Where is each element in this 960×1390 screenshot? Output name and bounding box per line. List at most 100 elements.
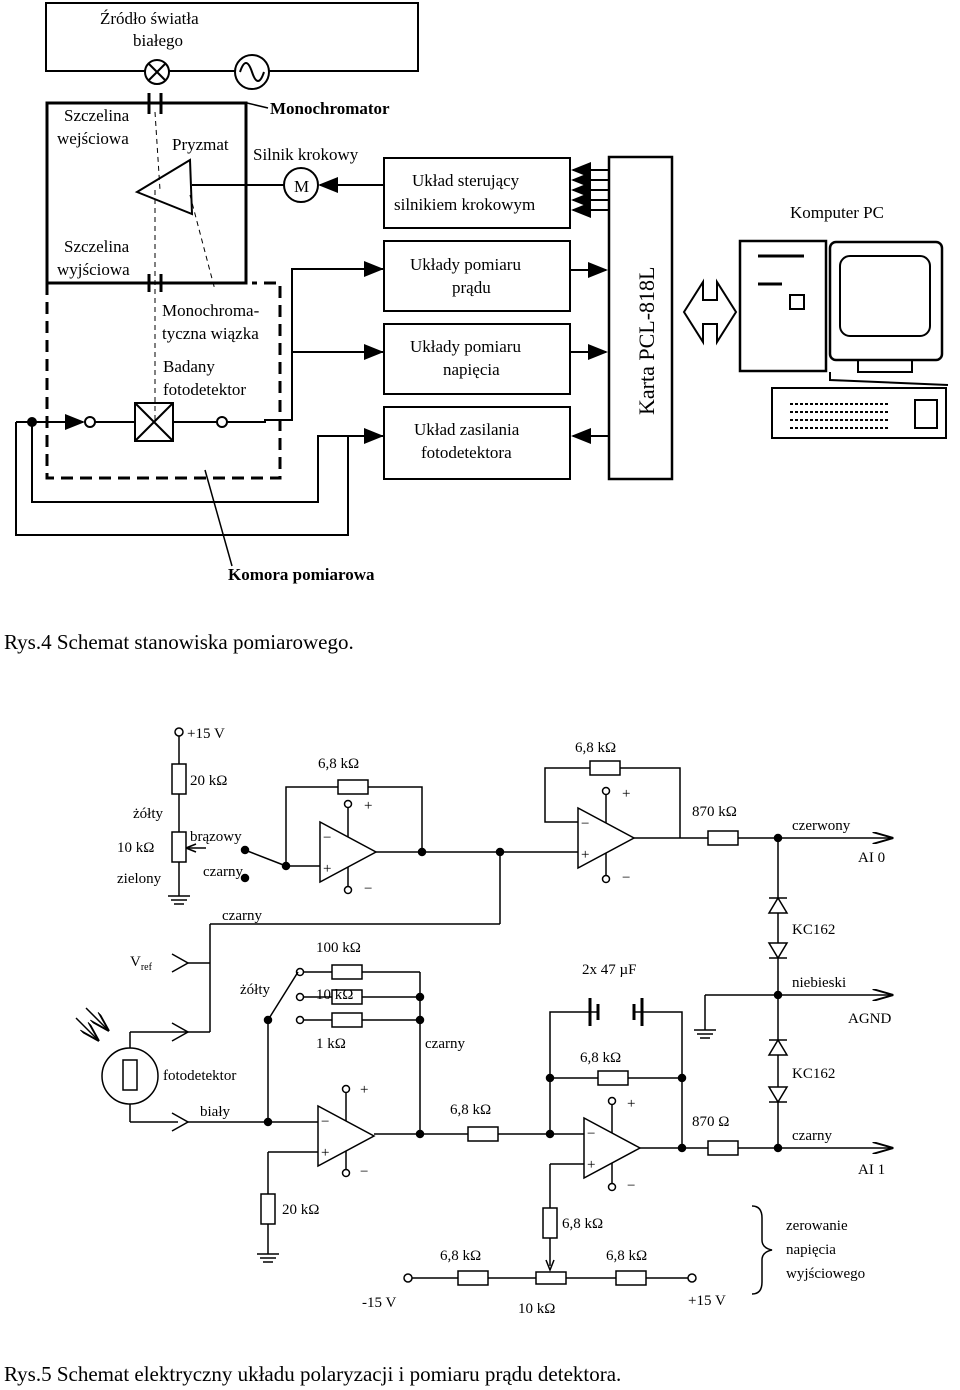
resistor-68k-fb2	[589, 760, 621, 776]
zolty-label-1: żółty	[133, 806, 163, 822]
resistor-870	[707, 1140, 739, 1156]
tested-detector-label-2: fotodetektor	[163, 380, 246, 399]
czarny-label-3: czarny	[425, 1036, 465, 1052]
mono-beam-label-2: tyczna wiązka	[162, 324, 259, 343]
circuit-diagram: +15 V 20 kΩ żółty 10 kΩ brązowy zielony …	[75, 726, 960, 1317]
r68k-pos-label: 6,8 kΩ	[606, 1248, 647, 1264]
box-3-line-2: napięcia	[443, 360, 500, 379]
r68k-fb1-label: 6,8 kΩ	[318, 756, 359, 772]
resistor-68k-neg	[457, 1270, 489, 1286]
oa1-minus: −	[323, 830, 331, 846]
potentiometer-10k	[171, 831, 187, 863]
oa4-vplus: +	[627, 1096, 635, 1112]
prism-icon	[134, 158, 194, 216]
current-measure-box	[383, 240, 571, 312]
zero-label-3: wyjściowego	[786, 1266, 865, 1282]
box-4-line-2: fotodetektora	[421, 443, 512, 462]
cap-label: 2x 47 µF	[582, 962, 637, 978]
zero-label-1: zerowanie	[786, 1218, 848, 1234]
oa4-vminus: −	[627, 1178, 635, 1194]
resistor-100k	[331, 964, 363, 980]
trimpot-10k	[535, 1271, 567, 1285]
oa1-vminus: −	[364, 881, 372, 897]
oa4-plus: +	[587, 1157, 595, 1173]
exit-slit-label: Szczelina	[64, 237, 130, 256]
monochromator-label: Monochromator	[270, 99, 390, 118]
ai1-label: AI 1	[858, 1162, 885, 1178]
ai0-label: AI 0	[858, 850, 885, 866]
resistor-68k-pos	[615, 1270, 647, 1286]
bialy-label: biały	[200, 1104, 230, 1120]
trimpot-label: 10 kΩ	[518, 1301, 555, 1317]
czarny-label-4: czarny	[792, 1128, 832, 1144]
oa3-vplus: +	[360, 1082, 368, 1098]
card-label: Karta PCL-818L	[634, 267, 659, 415]
r10k-range-label: 10 kΩ	[316, 987, 353, 1003]
caption-fig5: Rys.5 Schemat elektryczny układu polaryz…	[4, 1362, 622, 1386]
kc162-label-2: KC162	[792, 1066, 835, 1082]
niebieski-label: niebieski	[792, 975, 846, 991]
light-source-label-2: białego	[133, 31, 183, 50]
voltage-measure-box	[383, 323, 571, 395]
resistor-20k-top	[171, 763, 187, 795]
resistor-68k-in	[467, 1126, 499, 1142]
computer-icon	[738, 239, 949, 439]
oa3-vminus: −	[360, 1164, 368, 1180]
entrance-slit-label: Szczelina	[64, 106, 130, 125]
exit-slit-label-2: wyjściowa	[57, 260, 130, 279]
kc162-label-1: KC162	[792, 922, 835, 938]
box-1-line-1: Układ sterujący	[412, 171, 520, 190]
zolty-label-2: żółty	[240, 982, 270, 998]
tested-detector-label: Badany	[163, 357, 215, 376]
entrance-slit-label-2: wejściowa	[57, 129, 129, 148]
r68k-neg-label: 6,8 kΩ	[440, 1248, 481, 1264]
oa3-minus: −	[321, 1114, 329, 1130]
r20k-top-label: 20 kΩ	[190, 773, 227, 789]
motor-control-box	[383, 157, 571, 229]
photodetector-icon	[134, 402, 174, 442]
r68k-in-label: 6,8 kΩ	[450, 1102, 491, 1118]
prism-label: Pryzmat	[172, 135, 229, 154]
oa1-vplus: +	[364, 798, 372, 814]
v-plus15-top: +15 V	[187, 726, 225, 742]
bus-arrow-icon	[682, 278, 738, 346]
brazowy-label: brązowy	[190, 829, 242, 845]
oa2-vplus: +	[622, 786, 630, 802]
resistor-68k-offset	[542, 1207, 558, 1239]
r100k-label: 100 kΩ	[316, 940, 361, 956]
resistor-68k-fb1	[337, 779, 369, 795]
oa2-plus: +	[581, 847, 589, 863]
computer-label: Komputer PC	[790, 203, 884, 222]
r20k-bottom-label: 20 kΩ	[282, 1202, 319, 1218]
plus15-bottom-label: +15 V	[688, 1293, 726, 1309]
chamber-label: Komora pomiarowa	[228, 565, 375, 584]
box-2-line-2: prądu	[452, 278, 491, 297]
box-1-line-2: silnikiem krokowym	[394, 195, 535, 214]
czarny-label-2: czarny	[222, 908, 262, 924]
setup-diagram: Źródło światła białego Monochromator Szc…	[15, 2, 949, 584]
agnd-label: AGND	[848, 1011, 891, 1027]
zero-label-2: napięcia	[786, 1242, 836, 1258]
stepper-motor-label: Silnik krokowy	[253, 145, 359, 164]
r68k-offset-label: 6,8 kΩ	[562, 1216, 603, 1232]
caption-fig4: Rys.4 Schemat stanowiska pomiarowego.	[4, 630, 354, 654]
oa2-minus: −	[581, 816, 589, 832]
minus15-label: -15 V	[362, 1295, 396, 1311]
r10k-pot-label: 10 kΩ	[117, 840, 154, 856]
pcl-card-box	[607, 155, 674, 481]
resistor-1k	[331, 1012, 363, 1028]
motor-symbol-label: M	[294, 177, 309, 196]
resistor-870k	[707, 830, 739, 846]
oa1-plus: +	[323, 861, 331, 877]
light-source-box	[45, 2, 419, 72]
oa2-vminus: −	[622, 870, 630, 886]
r870-label: 870 Ω	[692, 1114, 729, 1130]
photodiode-icon	[101, 1047, 159, 1105]
box-2-line-1: Układy pomiaru	[410, 255, 521, 274]
resistor-20k-bottom	[260, 1193, 276, 1225]
czarny-label-1: czarny	[203, 864, 243, 880]
zielony-label: zielony	[117, 871, 162, 887]
r68k-fb2-label: 6,8 kΩ	[575, 740, 616, 756]
r1k-label: 1 kΩ	[316, 1036, 346, 1052]
box-3-line-1: Układy pomiaru	[410, 337, 521, 356]
